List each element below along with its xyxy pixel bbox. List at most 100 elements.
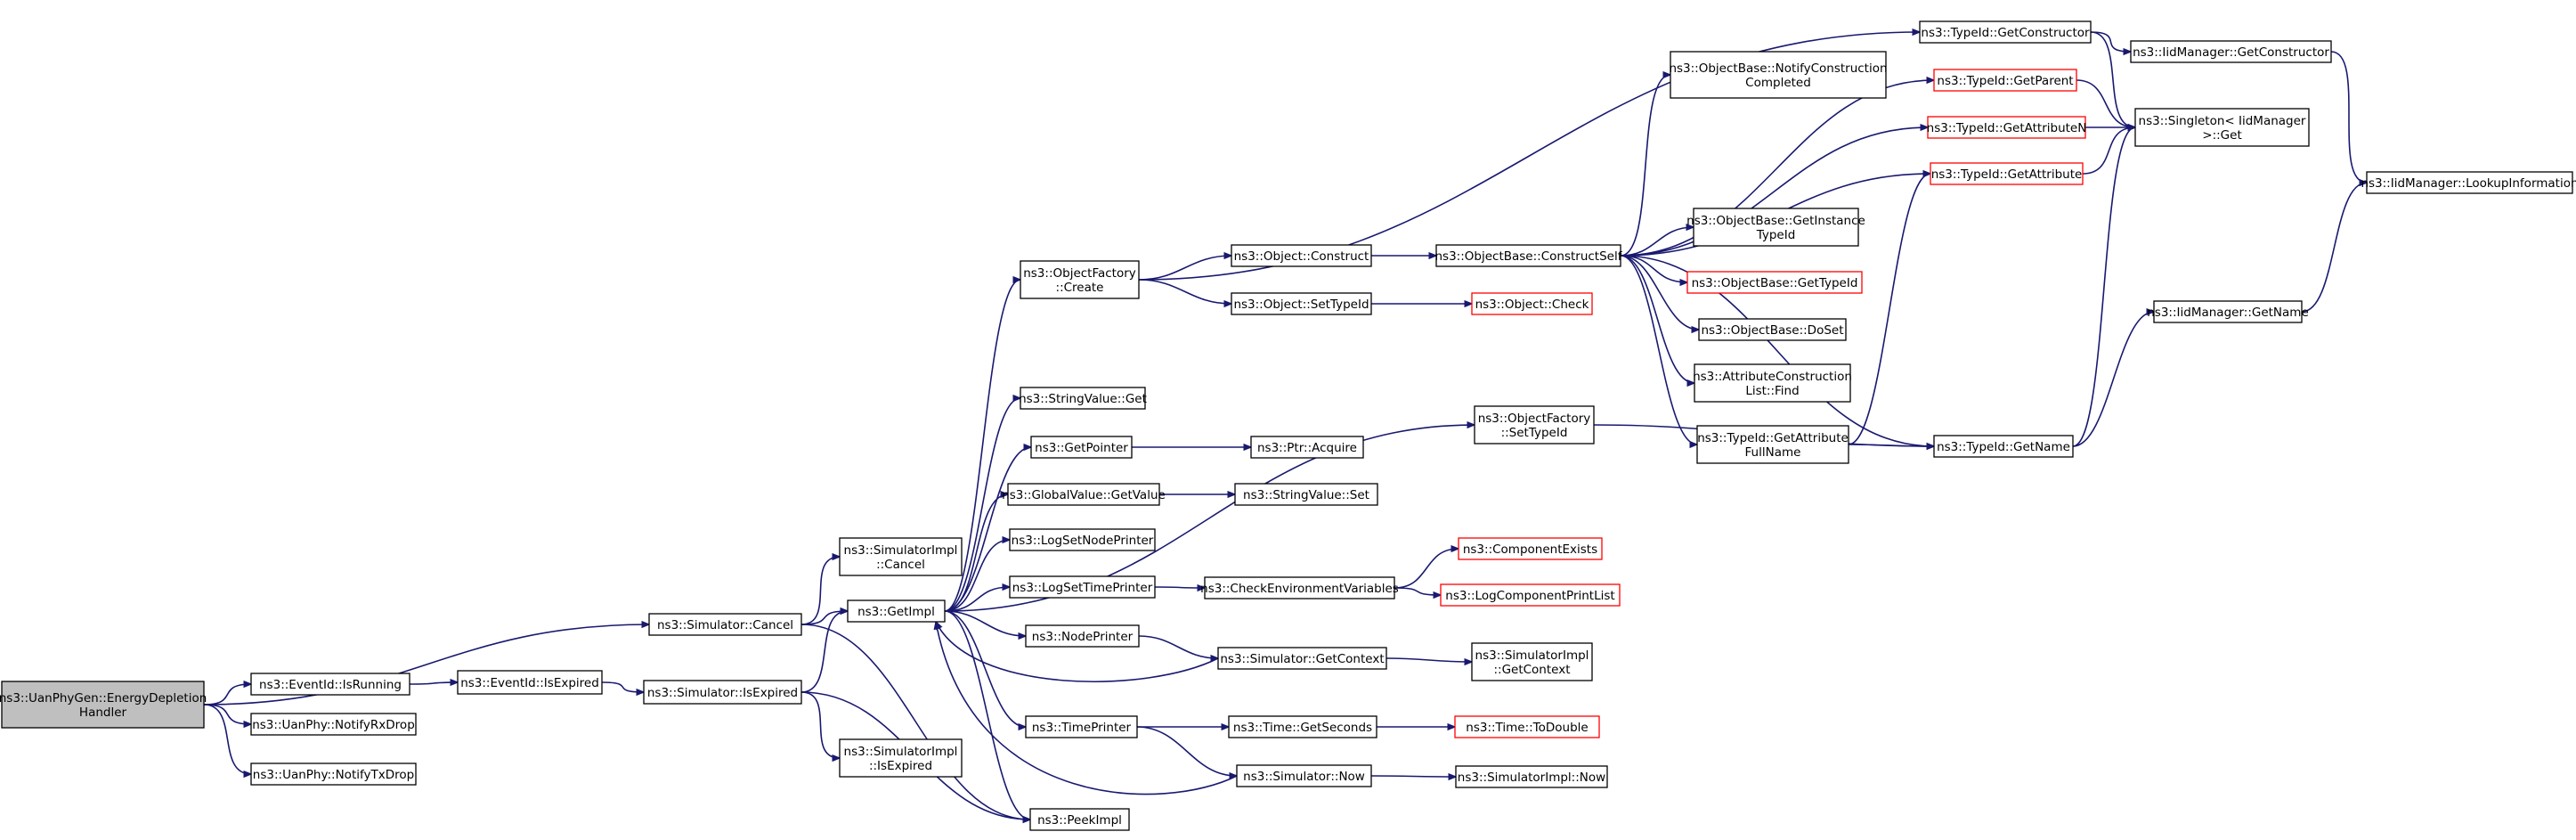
node-label: ns3::SimulatorImpl <box>844 745 958 759</box>
node-simulator-now[interactable]: ns3::Simulator::Now <box>1236 764 1372 787</box>
node-eventid-isrunning[interactable]: ns3::EventId::IsRunning <box>250 673 410 696</box>
call-edge-objbase_constructself-to-objbase_notifyconstruction <box>1620 75 1670 257</box>
node-ptr-acquire[interactable]: ns3::Ptr::Acquire <box>1250 436 1364 459</box>
node-box <box>1933 435 2074 458</box>
node-time-todouble[interactable]: ns3::Time::ToDouble <box>1454 715 1600 738</box>
node-typeid-getparent[interactable]: ns3::TypeId::GetParent <box>1933 69 2077 92</box>
node-box <box>1440 583 1621 607</box>
node-box <box>1234 483 1378 506</box>
node-uanphy-notifytxdrop[interactable]: ns3::UanPhy::NotifyTxDrop <box>250 763 417 786</box>
node-getpointer[interactable]: ns3::GetPointer <box>1030 436 1133 459</box>
node-label: ns3::NodePrinter <box>1032 630 1134 644</box>
call-edge-getimpl-to-logsetnodeprinter <box>944 540 1010 612</box>
node-typeid-getconstructor[interactable]: ns3::TypeId::GetConstructor <box>1919 20 2092 44</box>
function-nodes: ns3::UanPhyGen::EnergyDepletionHandlerns… <box>0 20 2576 831</box>
node-objbase-gettypeid[interactable]: ns3::ObjectBase::GetTypeId <box>1686 271 1863 294</box>
node-nodeprinter[interactable]: ns3::NodePrinter <box>1025 624 1140 648</box>
node-box <box>457 670 603 695</box>
call-edge-typeid_getattributefullname-to-typeid_getname <box>1848 444 1934 446</box>
node-box <box>1250 436 1364 459</box>
node-label: ns3::StringValue::Set <box>1243 488 1369 502</box>
node-box <box>1927 116 2086 139</box>
node-label: ns3::Object::Construct <box>1234 249 1369 264</box>
node-uanphy-notifyrxdrop[interactable]: ns3::UanPhy::NotifyRxDrop <box>250 713 417 736</box>
node-label: ns3::SimulatorImpl::Now <box>1458 771 1605 785</box>
node-time-getseconds[interactable]: ns3::Time::GetSeconds <box>1228 715 1377 738</box>
node-logsettimeprinter[interactable]: ns3::LogSetTimePrinter <box>1009 575 1156 599</box>
call-edge-simulator_now-to-getimpl <box>936 622 1238 795</box>
node-simimpl-now[interactable]: ns3::SimulatorImpl::Now <box>1455 765 1608 788</box>
node-singleton-get[interactable]: ns3::Singleton< IidManager >::Get <box>2134 108 2310 147</box>
node-typeid-getattribute[interactable]: ns3::TypeId::GetAttribute <box>1930 162 2084 185</box>
node-iidmanager-lookupinformation[interactable]: ns3::IidManager::LookupInformation <box>2361 171 2576 194</box>
node-label: ns3::StringValue::Get <box>1019 392 1147 406</box>
node-objbase-notifyconstruction[interactable]: ns3::ObjectBase::NotifyConstructionCompl… <box>1669 51 1888 99</box>
node-box <box>1686 271 1863 294</box>
node-object-construct[interactable]: ns3::Object::Construct <box>1231 244 1372 267</box>
node-box <box>1217 647 1387 670</box>
node-eventid-isexpired[interactable]: ns3::EventId::IsExpired <box>457 670 603 695</box>
node-stringvalue-get[interactable]: ns3::StringValue::Get <box>1019 387 1147 410</box>
node-globalvalue-getvalue[interactable]: ns3::GlobalValue::GetValue <box>1002 483 1166 506</box>
node-typeid-getname[interactable]: ns3::TypeId::GetName <box>1933 435 2074 458</box>
node-checkenvvars[interactable]: ns3::CheckEnvironmentVariables <box>1200 576 1399 599</box>
node-peekimpl[interactable]: ns3::PeekImpl <box>1029 808 1130 831</box>
node-iidmanager-getname[interactable]: ns3::IidManager::GetName <box>2147 300 2309 323</box>
node-simulator-isexpired[interactable]: ns3::Simulator::IsExpired <box>643 680 802 705</box>
node-object-settypeid[interactable]: ns3::Object::SetTypeId <box>1231 292 1372 315</box>
node-box <box>2153 300 2303 323</box>
node-objfactory-create[interactable]: ns3::ObjectFactory::Create <box>1020 260 1140 299</box>
node-label: ns3::TypeId::GetAttribute <box>1931 167 2083 182</box>
node-simimpl-getcontext[interactable]: ns3::SimulatorImpl::GetContext <box>1471 642 1593 681</box>
node-label: Completed <box>1745 76 1811 90</box>
node-label: ns3::Ptr::Acquire <box>1257 441 1357 455</box>
node-timeprinter[interactable]: ns3::TimePrinter <box>1025 715 1138 738</box>
call-edge-objbase_constructself-to-typeid_getname <box>1620 255 1934 446</box>
node-objbase-doset[interactable]: ns3::ObjectBase::DoSet <box>1698 318 1847 341</box>
node-label: ns3::PeekImpl <box>1037 813 1122 828</box>
node-simimpl-isexpired[interactable]: ns3::SimulatorImpl::IsExpired <box>839 738 963 778</box>
node-label: ns3::Object::SetTypeId <box>1233 298 1369 312</box>
node-getimpl[interactable]: ns3::GetImpl <box>847 599 946 623</box>
node-componentexists[interactable]: ns3::ComponentExists <box>1458 537 1603 560</box>
node-box <box>1471 292 1593 315</box>
call-edge-getimpl-to-nodeprinter <box>944 610 1026 636</box>
node-simulator-getcontext[interactable]: ns3::Simulator::GetContext <box>1217 647 1387 670</box>
node-object-check[interactable]: ns3::Object::Check <box>1471 292 1593 315</box>
node-label: >::Get <box>2202 128 2241 143</box>
node-box <box>1458 537 1603 560</box>
node-objfactory-settypeid[interactable]: ns3::ObjectFactory::SetTypeId <box>1474 405 1595 444</box>
node-box <box>2130 40 2332 63</box>
call-edge-root-to-eventid_isrunning <box>203 684 251 705</box>
node-label: ns3::ObjectBase::DoSet <box>1701 323 1843 338</box>
node-objbase-constructself[interactable]: ns3::ObjectBase::ConstructSelf <box>1435 244 1623 267</box>
node-logsetnodeprinter[interactable]: ns3::LogSetNodePrinter <box>1009 528 1156 551</box>
call-edge-objbase_constructself-to-objbase_getinstancetypeid <box>1620 227 1694 257</box>
node-box <box>1236 764 1372 787</box>
call-edge-objfactory_create-to-object_settypeid <box>1138 279 1231 304</box>
call-edge-eventid_isexpired-to-simulator_isexpired <box>601 681 644 692</box>
node-label: ns3::TypeId::GetConstructor <box>1921 26 2090 40</box>
node-label: ns3::Time::GetSeconds <box>1233 721 1372 735</box>
node-logcomponentprintlist[interactable]: ns3::LogComponentPrintList <box>1440 583 1621 607</box>
node-simulator-cancel[interactable]: ns3::Simulator::Cancel <box>648 613 802 636</box>
node-stringvalue-set[interactable]: ns3::StringValue::Set <box>1234 483 1378 506</box>
call-edge-objbase_constructself-to-typeid_getattributefullname <box>1620 255 1697 444</box>
node-box <box>1020 387 1146 410</box>
call-edge-getimpl-to-peekimpl <box>944 610 1030 820</box>
node-simimpl-cancel[interactable]: ns3::SimulatorImpl::Cancel <box>839 537 963 576</box>
call-edge-typeid_getconstructor-to-iidmanager_getconstructor <box>2090 31 2131 52</box>
call-edge-simulator_cancel-to-getimpl <box>800 611 848 625</box>
node-box <box>1025 624 1140 648</box>
node-box <box>250 763 417 786</box>
node-label: ns3::IidManager::GetConstructor <box>2133 45 2329 60</box>
node-iidmanager-getconstructor[interactable]: ns3::IidManager::GetConstructor <box>2130 40 2332 63</box>
node-box <box>839 537 963 576</box>
call-edge-typeid_getattributefullname-to-typeid_getattribute <box>1848 174 1930 445</box>
node-label: List::Find <box>1745 384 1799 398</box>
node-typeid-getattributen[interactable]: ns3::TypeId::GetAttributeN <box>1927 116 2087 139</box>
